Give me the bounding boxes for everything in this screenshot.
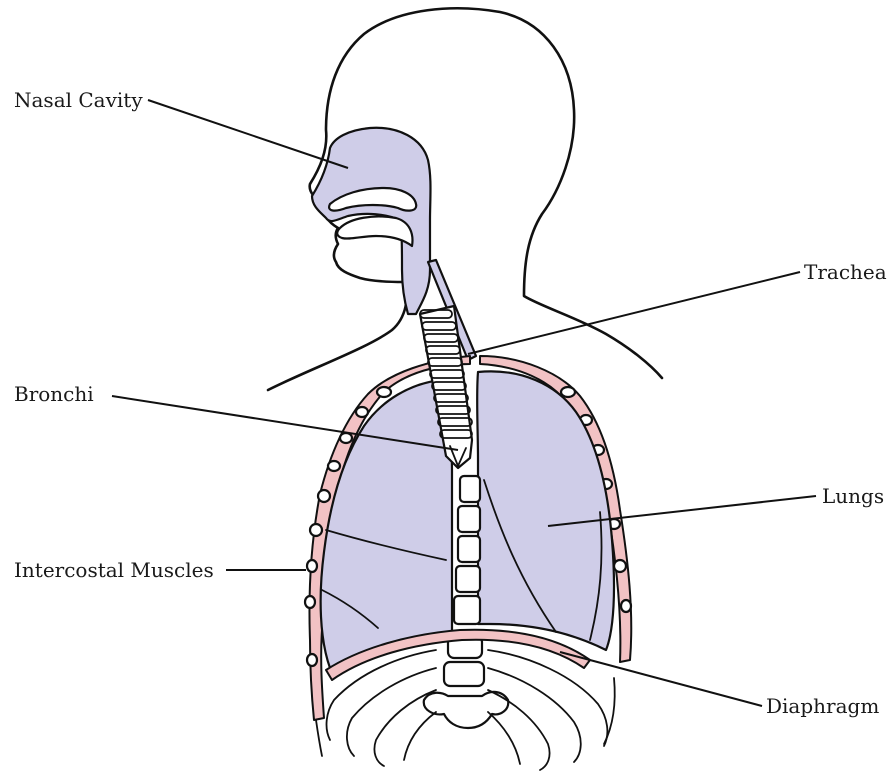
label-lungs: Lungs (822, 484, 884, 508)
label-diaphragm: Diaphragm (766, 694, 879, 718)
right-lung (477, 371, 614, 650)
label-intercostal-muscles: Intercostal Muscles (14, 558, 214, 582)
label-nasal-cavity: Nasal Cavity (14, 88, 143, 112)
leader-diaphragm (560, 652, 762, 706)
leader-nasal-cavity (148, 100, 348, 168)
left-lung (321, 380, 452, 668)
leader-trachea (468, 272, 800, 354)
label-trachea: Trachea (804, 260, 887, 284)
label-bronchi: Bronchi (14, 382, 94, 406)
